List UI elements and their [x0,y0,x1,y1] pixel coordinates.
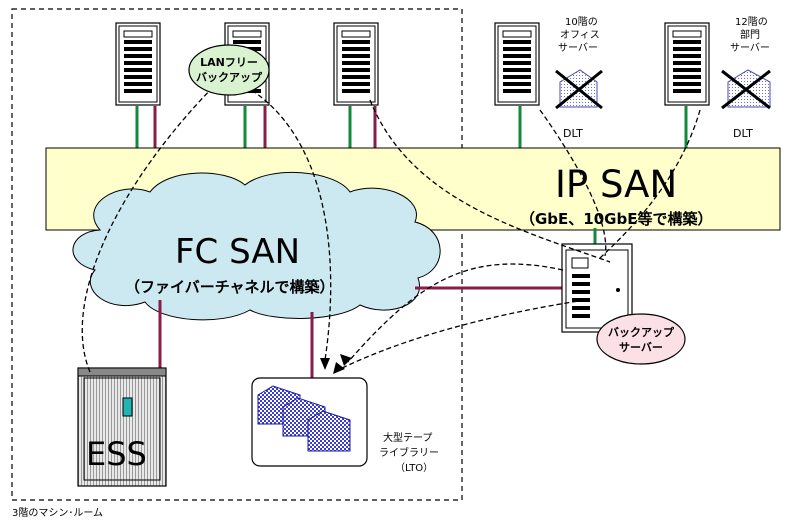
backup-server-bubble [596,313,686,365]
ess-storage [77,367,167,487]
backup-server-line2: サーバー [619,341,663,354]
server-3 [333,22,379,106]
dept-server-12f-line1: 12階の [735,16,768,28]
ess-label: ESS [86,435,147,473]
lan-free-line2: バックアップ [196,70,263,84]
server-12f [664,22,710,106]
server-10f [494,22,540,106]
dlt-tape-10f [555,69,603,110]
ip-san-subtitle: （GbE、10GbE等で構築） [520,210,712,228]
machine-room-label: 3階のマシン･ルーム [12,507,103,519]
fc-links-bottom [158,286,562,378]
tape-library-line1: 大型テープ [383,431,432,444]
dlt-label-10f: DLT [563,127,583,140]
tape-library [251,377,368,467]
office-server-10f-line3: サーバー [558,42,598,54]
backup-server-line1: バックアップ [608,325,675,339]
machine-room-boundary [11,8,463,501]
fc-san-title: FC SAN [175,232,300,272]
office-server-10f-line1: 10階の [565,16,598,28]
dept-server-12f-line3: サーバー [730,42,770,54]
server-1 [115,22,161,106]
lan-free-bubble [188,44,270,96]
tape-library-line2: ライブラリー [379,446,439,459]
arrow-heads [320,354,352,374]
fc-san-subtitle: （ファイバーチャネルで構築） [125,278,335,296]
dlt-tape-12f [721,69,771,110]
lan-links [135,106,688,150]
ip-san-title: IP SAN [555,163,677,206]
fc-san-cloud [72,171,441,321]
dept-server-12f-line2: 部門 [740,28,760,41]
dlt-label-12f: DLT [733,127,753,140]
tape-library-line3: （LTO） [395,462,433,474]
backup-flow-arrows [81,79,701,373]
lan-free-line1: LANフリー [200,56,258,69]
office-server-10f-line2: オフィス [560,29,600,41]
